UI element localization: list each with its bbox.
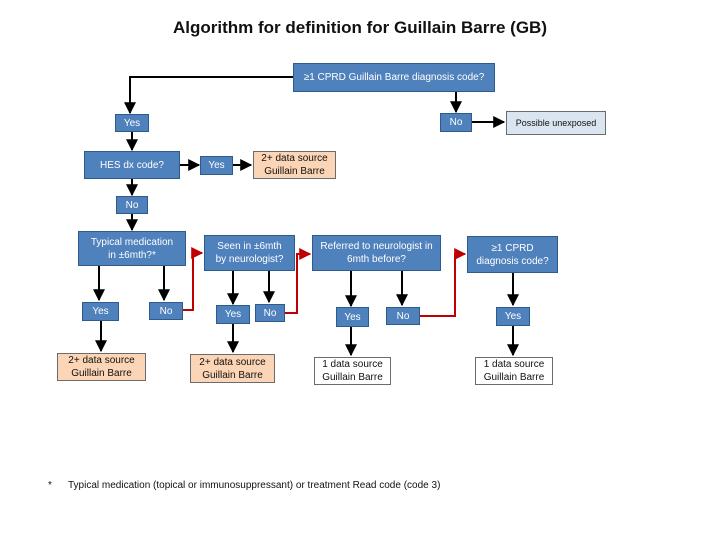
no-label-hes: No [116, 196, 148, 214]
yes-label-seen: Yes [216, 305, 250, 324]
result-cprd-one-source: 1 data source Guillain Barre [475, 357, 553, 385]
arrow-cprd-to-yes [124, 76, 293, 115]
diagram-title: Algorithm for definition for Guillain Ba… [173, 18, 547, 37]
typical-medication-decision: Typical medication in ±6mth?* [78, 231, 186, 266]
footnote-marker: * [48, 480, 52, 491]
no-label-referred: No [386, 307, 420, 325]
seen-by-neurologist-decision: Seen in ±6mth by neurologist? [204, 235, 295, 271]
yes-label-med: Yes [82, 302, 119, 321]
yes-label-referred: Yes [336, 307, 369, 327]
no-label-seen: No [255, 304, 285, 322]
arrow-no-seen-to-referred [285, 248, 312, 314]
result-hes-two-sources: 2+ data source Guillain Barre [253, 151, 336, 179]
result-referred-one-source: 1 data source Guillain Barre [314, 357, 391, 385]
footnote-text: Typical medication (topical or immunosup… [68, 480, 441, 491]
arrow-no-med-to-seen [183, 247, 204, 311]
footnote: * Typical medication (topical or immunosu… [48, 480, 440, 491]
hes-dx-code-decision: HES dx code? [84, 151, 180, 179]
possible-unexposed-result: Possible unexposed [506, 111, 606, 135]
cprd-diagnosis-code-decision: ≥1 CPRD Guillain Barre diagnosis code? [293, 63, 495, 92]
yes-label-cprd-2: Yes [496, 307, 530, 326]
yes-label-top: Yes [115, 114, 149, 132]
yes-label-hes: Yes [200, 156, 233, 175]
result-med-two-sources: 2+ data source Guillain Barre [57, 353, 146, 381]
referred-to-neurologist-decision: Referred to neurologist in 6mth before? [312, 235, 441, 271]
cprd-diagnosis-code-decision-2: ≥1 CPRD diagnosis code? [467, 236, 558, 273]
arrow-no-ref-to-cprd [420, 248, 467, 317]
no-label-top: No [440, 113, 472, 132]
no-label-med: No [149, 302, 183, 320]
result-seen-two-sources: 2+ data source Guillain Barre [190, 354, 275, 383]
